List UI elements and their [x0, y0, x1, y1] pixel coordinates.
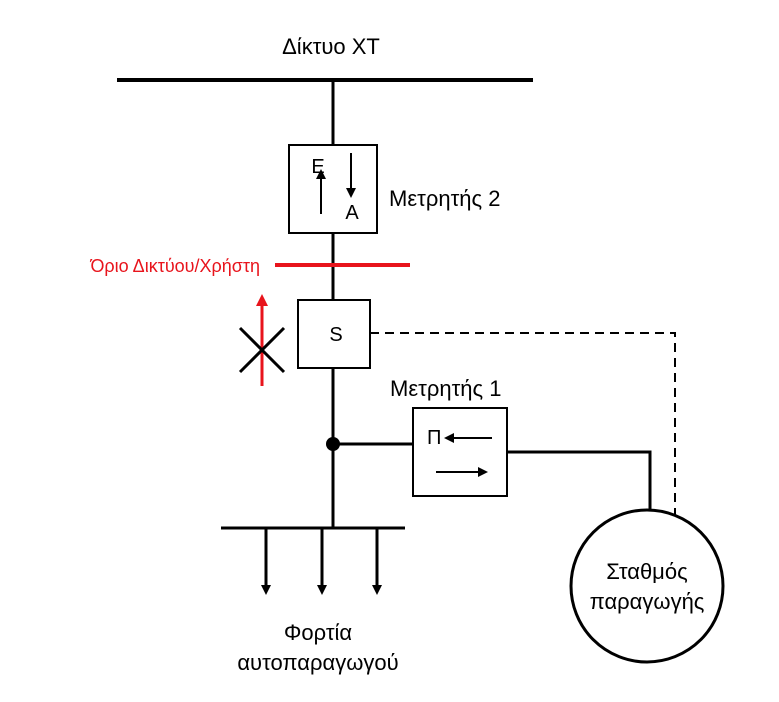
- meter1-box: [412, 407, 508, 497]
- meter2-box: [288, 144, 378, 234]
- cross-icon: [238, 326, 286, 374]
- meter1-p-label: Π: [427, 427, 441, 449]
- meter2-label: Μετρητής 2: [389, 186, 500, 211]
- grid-label: Δίκτυο ΧΤ: [282, 34, 380, 59]
- station-circle: [569, 508, 725, 664]
- switch-label: S: [329, 324, 342, 346]
- down-arrow-icon: [261, 528, 382, 595]
- meter2-a-label: Α: [345, 202, 359, 224]
- meter2-e-label: Ε: [311, 156, 324, 178]
- station-label-line2: παραγωγής: [590, 589, 705, 614]
- station-connection-line: [507, 450, 652, 515]
- station-label-line1: Σταθμός: [606, 559, 687, 584]
- meter1-label: Μετρητής 1: [390, 376, 501, 401]
- up-down-arrows-icon: [316, 153, 356, 214]
- control-dashed-line: [370, 332, 676, 515]
- loads-label-line2: αυτοπαραγωγού: [237, 650, 398, 675]
- left-right-arrows-icon: [436, 433, 492, 477]
- loads-label-line1: Φορτία: [284, 620, 353, 645]
- boundary-label: Όριο Δικτύου/Χρήστη: [89, 256, 260, 276]
